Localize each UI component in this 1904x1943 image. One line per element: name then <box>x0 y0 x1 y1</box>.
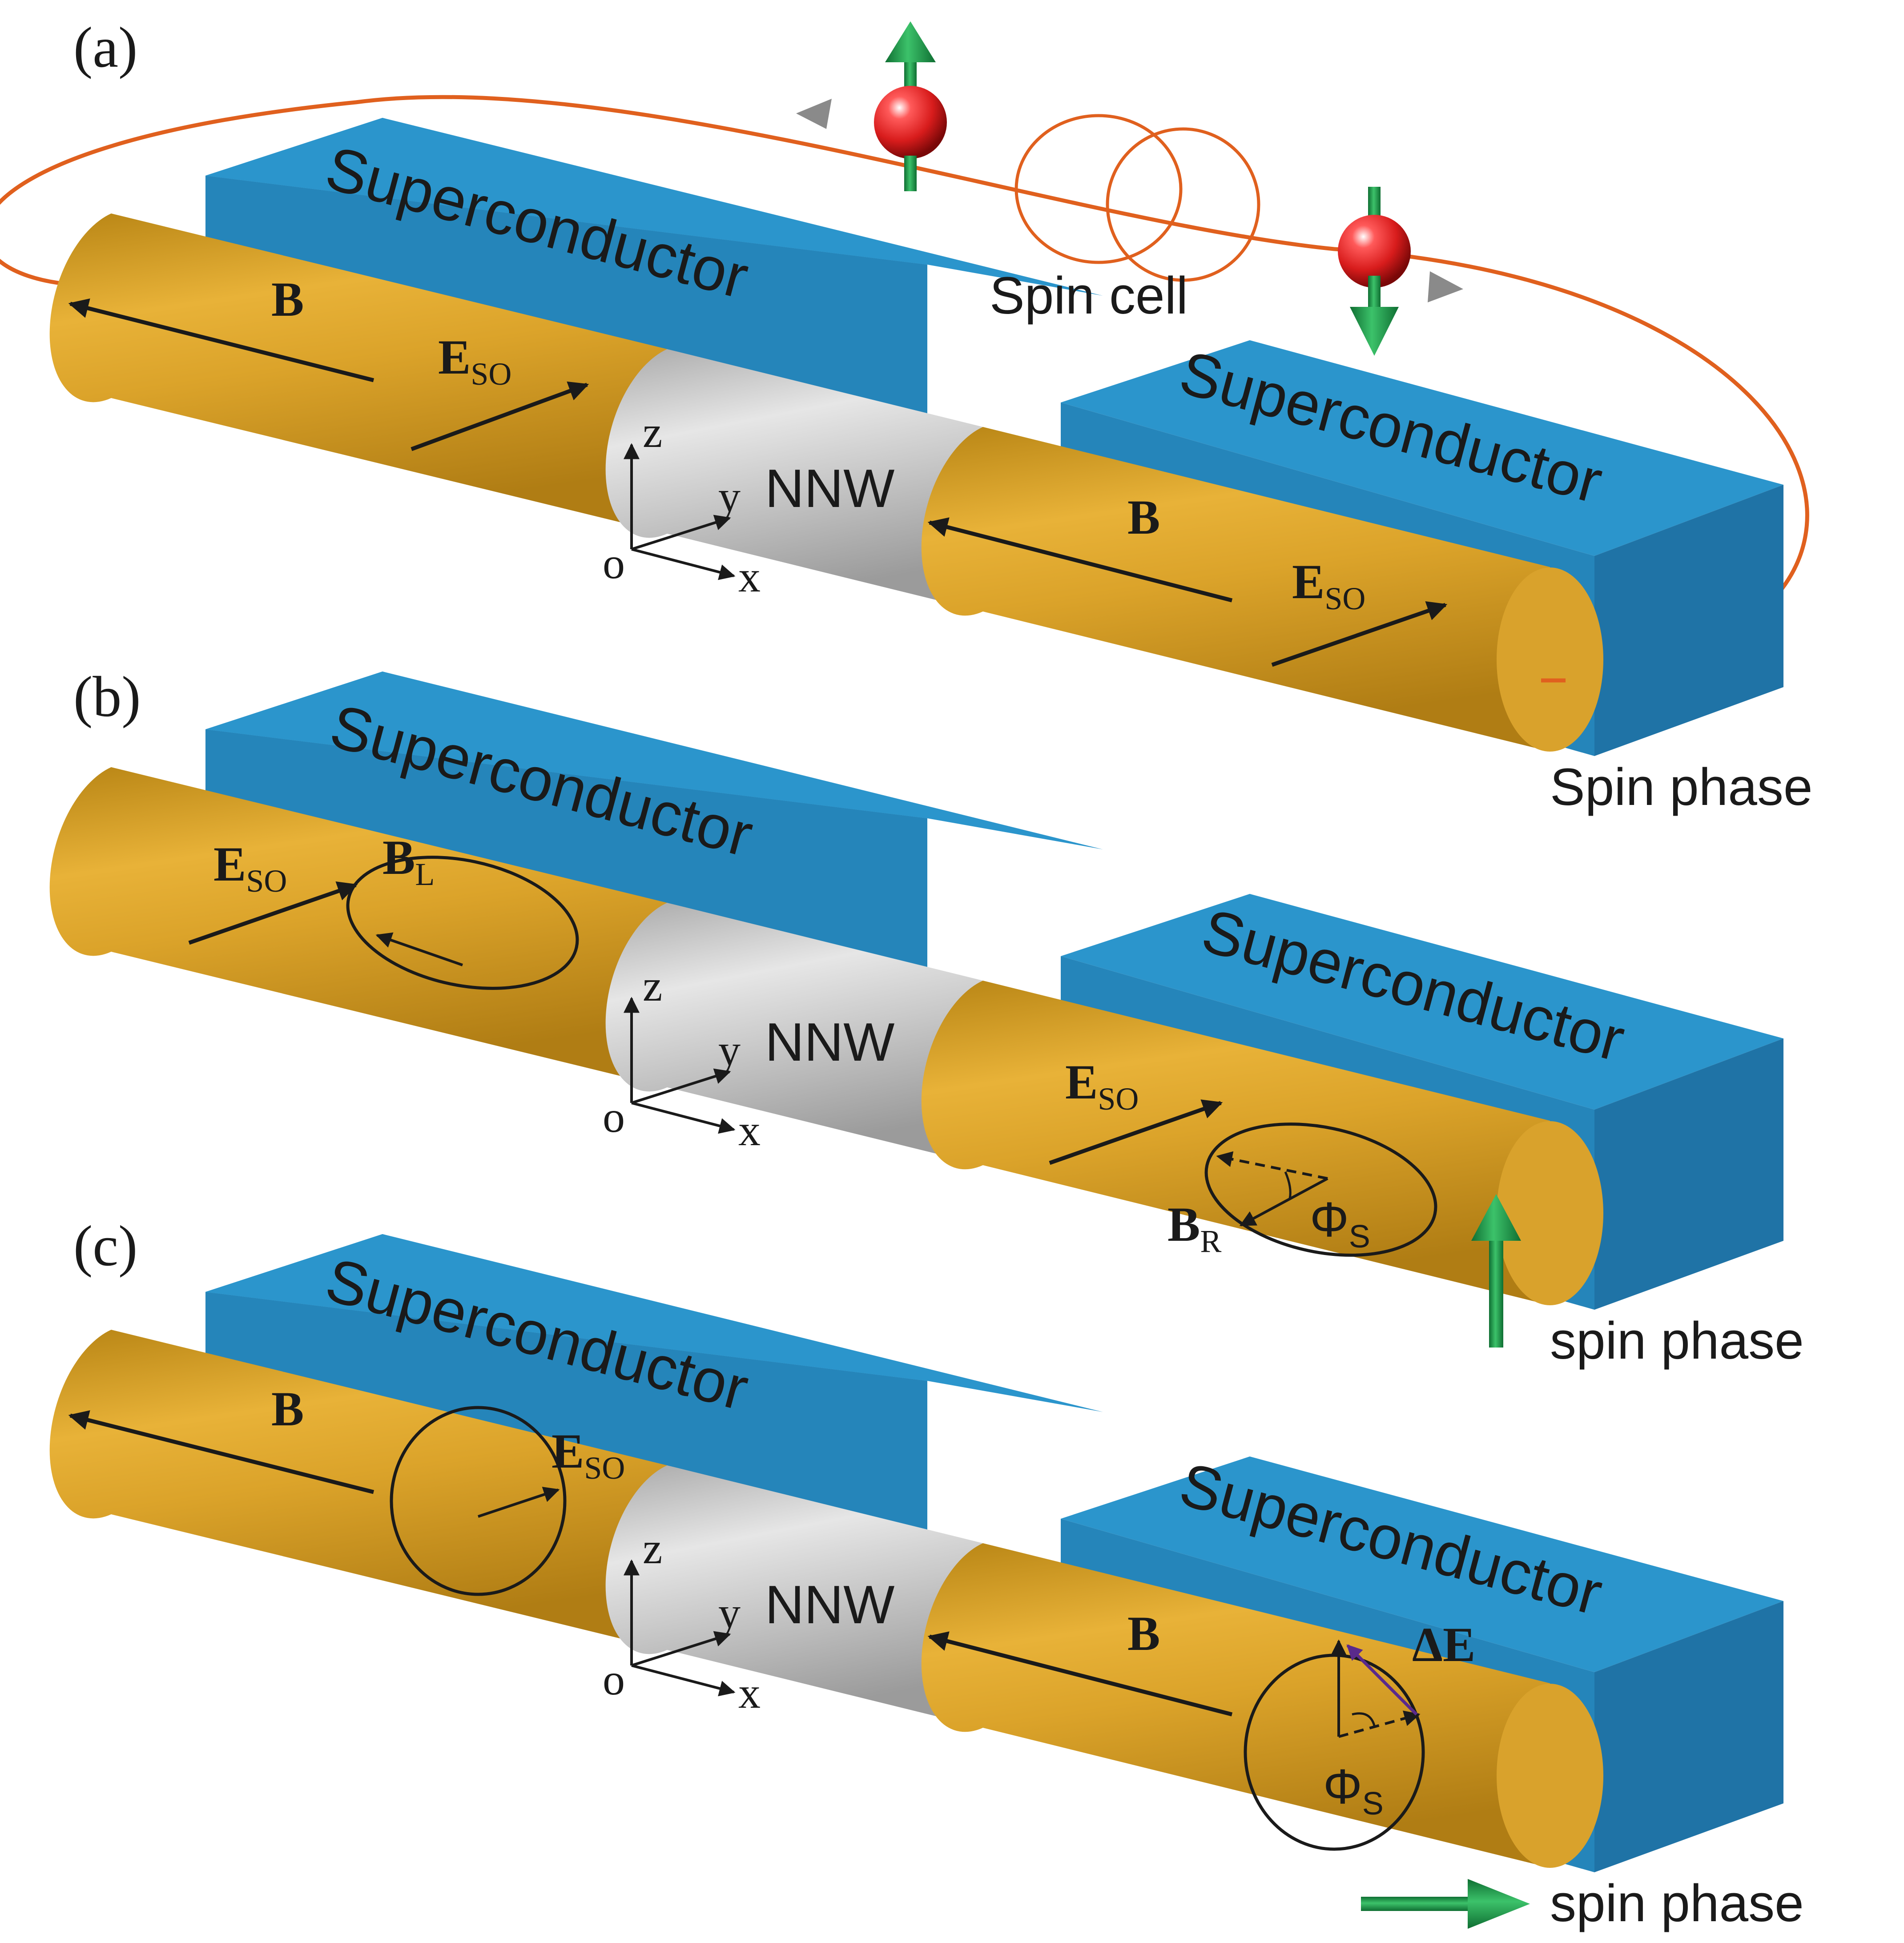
b-field-arrow-right-a <box>927 517 1233 603</box>
phi-angle-arc-c <box>1352 1712 1376 1726</box>
coordinate-axes-b: z y x o <box>603 961 761 1155</box>
electron-spin-down-icon <box>1338 187 1411 356</box>
svg-text:z: z <box>643 407 662 457</box>
orbit-arrow-icon <box>1428 271 1463 302</box>
eso-label-left-c: ESO <box>551 1424 625 1486</box>
svg-text:y: y <box>718 1026 741 1075</box>
svg-text:x: x <box>738 1668 761 1718</box>
spin-orbit-path <box>0 95 1809 683</box>
spin-phase-label-b: spin phase <box>1550 1311 1804 1370</box>
svg-text:y: y <box>718 1588 741 1637</box>
panel-b-label: (b) <box>73 665 141 729</box>
svg-text:y: y <box>718 472 741 521</box>
spin-vector-dashed <box>1338 1710 1421 1738</box>
svg-text:x: x <box>738 1106 761 1155</box>
b-field-arrow-left-c <box>68 1410 374 1494</box>
spin-cell-circle <box>1014 114 1183 264</box>
spin-cell-circle <box>1106 127 1260 282</box>
svg-text:z: z <box>643 961 662 1010</box>
nnw-label-c: NNW <box>765 1574 894 1635</box>
b-field-arrow-left-a <box>68 298 374 382</box>
spin-precession-circle-left-b <box>346 856 579 990</box>
nnw-label-b: NNW <box>765 1012 894 1072</box>
panel-c-label: (c) <box>73 1214 137 1278</box>
br-dashed-reference <box>1216 1151 1328 1180</box>
electron-spin-up-icon <box>874 21 947 191</box>
coordinate-axes-c: z y x o <box>603 1524 761 1718</box>
eso-arrow-left-c <box>478 1487 560 1518</box>
spin-phase-label-c: spin phase <box>1550 1874 1804 1933</box>
bl-label: BL <box>382 830 435 892</box>
panel-c: (c) Superconductor Superconductor B ESO … <box>49 1214 1804 1933</box>
panel-a-label: (a) <box>73 16 137 80</box>
eso-arrow-right-a <box>1271 601 1448 667</box>
svg-text:o: o <box>603 1655 625 1704</box>
b-field-arrow-right-c <box>927 1631 1233 1717</box>
br-label: BR <box>1167 1197 1221 1259</box>
bl-arrow <box>375 932 463 966</box>
b-field-label-right-a: B <box>1127 490 1160 544</box>
delta-e-arrow <box>1346 1644 1418 1716</box>
spin-phase-right-arrow-icon <box>1361 1879 1530 1929</box>
orbit-arrow-icon <box>796 99 832 129</box>
svg-text:o: o <box>603 539 625 588</box>
spin-precession-circle-right-b <box>1204 1122 1437 1257</box>
coordinate-axes-a: z y x o <box>603 407 761 601</box>
eso-label-left-a: ESO <box>438 330 511 392</box>
eso-arrow-right-b <box>1049 1099 1223 1165</box>
svg-text:x: x <box>738 552 761 601</box>
eso-arrow-left-b <box>188 881 358 945</box>
panel-a: (a) Spin cell Superconductor <box>0 16 1812 817</box>
b-field-label-right-c: B <box>1127 1606 1160 1661</box>
b-field-label-left-a: B <box>271 272 304 326</box>
phi-s-label-b: ΦS <box>1310 1192 1370 1255</box>
eso-label-left-b: ESO <box>213 837 287 899</box>
svg-text:z: z <box>643 1524 662 1573</box>
nnw-label-a: NNW <box>765 458 894 519</box>
spin-phase-label-a: Spin phase <box>1550 758 1812 817</box>
spin-cell-label: Spin cell <box>990 266 1188 325</box>
svg-text:o: o <box>603 1092 625 1142</box>
eso-arrow-left-a <box>411 381 589 451</box>
b-field-label-left-c: B <box>271 1382 304 1436</box>
spin-phase-up-arrow-icon <box>1471 1194 1521 1348</box>
delta-e-label: ΔE <box>1412 1617 1475 1672</box>
phi-s-label-c: ΦS <box>1323 1759 1384 1822</box>
spin-precession-circle-left-c <box>390 1406 567 1596</box>
eso-label-right-a: ESO <box>1292 555 1365 616</box>
eso-label-right-b: ESO <box>1065 1055 1139 1117</box>
br-arrow <box>1239 1177 1328 1227</box>
phi-angle-arc <box>1284 1171 1292 1199</box>
